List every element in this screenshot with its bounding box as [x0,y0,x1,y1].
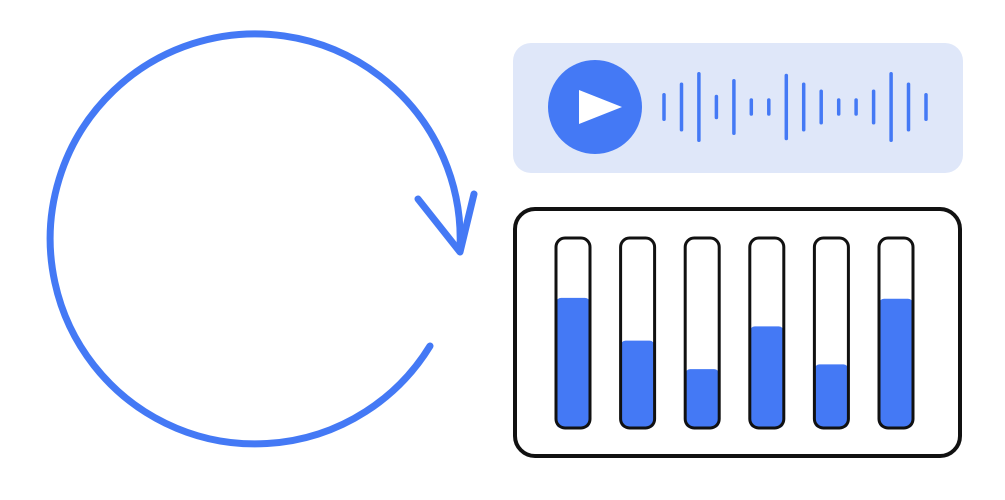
equalizer-slider[interactable] [877,236,915,430]
equalizer-slider-fill[interactable] [879,298,913,428]
equalizer-slider-track[interactable] [619,236,657,430]
refresh-arrow-icon [46,30,478,448]
play-icon[interactable] [579,90,622,124]
equalizer-frame [513,207,962,458]
refresh-arrowhead [414,190,478,256]
equalizer-slider-fill[interactable] [814,364,849,429]
equalizer-slider-fill[interactable] [685,369,720,428]
equalizer-sliders-icon [554,236,915,430]
play-button[interactable] [548,60,642,154]
equalizer-slider-fill[interactable] [749,326,784,429]
equalizer-slider-track[interactable] [812,236,850,430]
audio-waveform-icon [662,72,928,143]
equalizer-slider-track[interactable] [877,236,915,430]
equalizer-slider[interactable] [554,236,592,430]
equalizer-slider[interactable] [812,236,850,430]
equalizer-slider[interactable] [683,236,721,430]
equalizer-slider[interactable] [619,236,657,430]
equalizer-slider-fill[interactable] [556,297,590,429]
refresh-arc [46,30,464,448]
equalizer-slider-track[interactable] [554,236,592,430]
audio-player [513,43,963,173]
equalizer-slider-track[interactable] [748,236,786,430]
equalizer-slider-fill[interactable] [620,340,655,428]
equalizer-slider-track[interactable] [683,236,721,430]
equalizer-panel [513,207,962,458]
equalizer-slider[interactable] [748,236,786,430]
